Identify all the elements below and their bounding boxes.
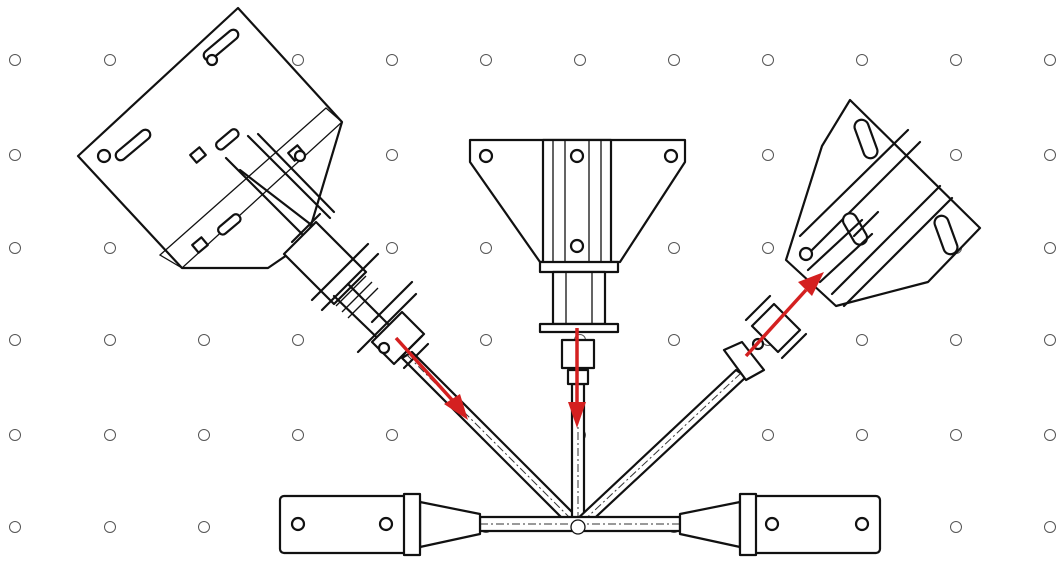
grid-dot (104, 334, 116, 346)
grid-dot (104, 521, 116, 533)
grid-dot (480, 334, 492, 346)
grid-dot (762, 429, 774, 441)
arrow-right-up-line (744, 288, 808, 358)
right-bracket (722, 98, 982, 382)
grid-dot (386, 54, 398, 66)
grid-dot (292, 334, 304, 346)
grid-dot (198, 334, 210, 346)
grid-dot (9, 521, 21, 533)
grid-dot (386, 429, 398, 441)
arrow-left-down-line (394, 336, 456, 404)
grid-dot (292, 429, 304, 441)
grid-dot (104, 54, 116, 66)
left-bracket (76, 6, 430, 370)
grid-dot (1044, 149, 1056, 161)
grid-dot (856, 54, 868, 66)
coil-turn (335, 275, 367, 307)
grid-dot (762, 242, 774, 254)
arrow-left-down-head (444, 394, 468, 420)
grid-dot (9, 242, 21, 254)
grid-dot (9, 429, 21, 441)
grid-dot (950, 54, 962, 66)
grid-dot (9, 334, 21, 346)
grid-dot (668, 242, 680, 254)
grid-dot (9, 149, 21, 161)
grid-dot (1044, 521, 1056, 533)
coil-turn (341, 281, 373, 313)
grid-dot (950, 149, 962, 161)
grid-dot (386, 242, 398, 254)
grid-dot (104, 242, 116, 254)
grid-dot (1044, 242, 1056, 254)
grid-dot (1044, 334, 1056, 346)
grid-dot (104, 429, 116, 441)
grid-dot (856, 334, 868, 346)
arrow-center-down-head (568, 402, 586, 428)
center-bracket (468, 138, 687, 386)
grid-dot (386, 149, 398, 161)
grid-dot (762, 54, 774, 66)
grid-dot (1044, 54, 1056, 66)
grid-dot (480, 242, 492, 254)
grid-dot (198, 429, 210, 441)
grid-dot (950, 334, 962, 346)
arrow-right-up-head (798, 272, 824, 296)
grid-dot (950, 521, 962, 533)
grid-dot (198, 521, 210, 533)
grid-dot (574, 54, 586, 66)
direction-arrows (394, 272, 824, 428)
grid-dot (762, 149, 774, 161)
grid-dot (668, 54, 680, 66)
grid-dot (292, 54, 304, 66)
grid-dot (9, 54, 21, 66)
grid-dot (1044, 429, 1056, 441)
grid-dot (668, 334, 680, 346)
grid-dot (480, 54, 492, 66)
base-hub (278, 492, 882, 557)
grid-dot (856, 429, 868, 441)
grid-dot (950, 429, 962, 441)
